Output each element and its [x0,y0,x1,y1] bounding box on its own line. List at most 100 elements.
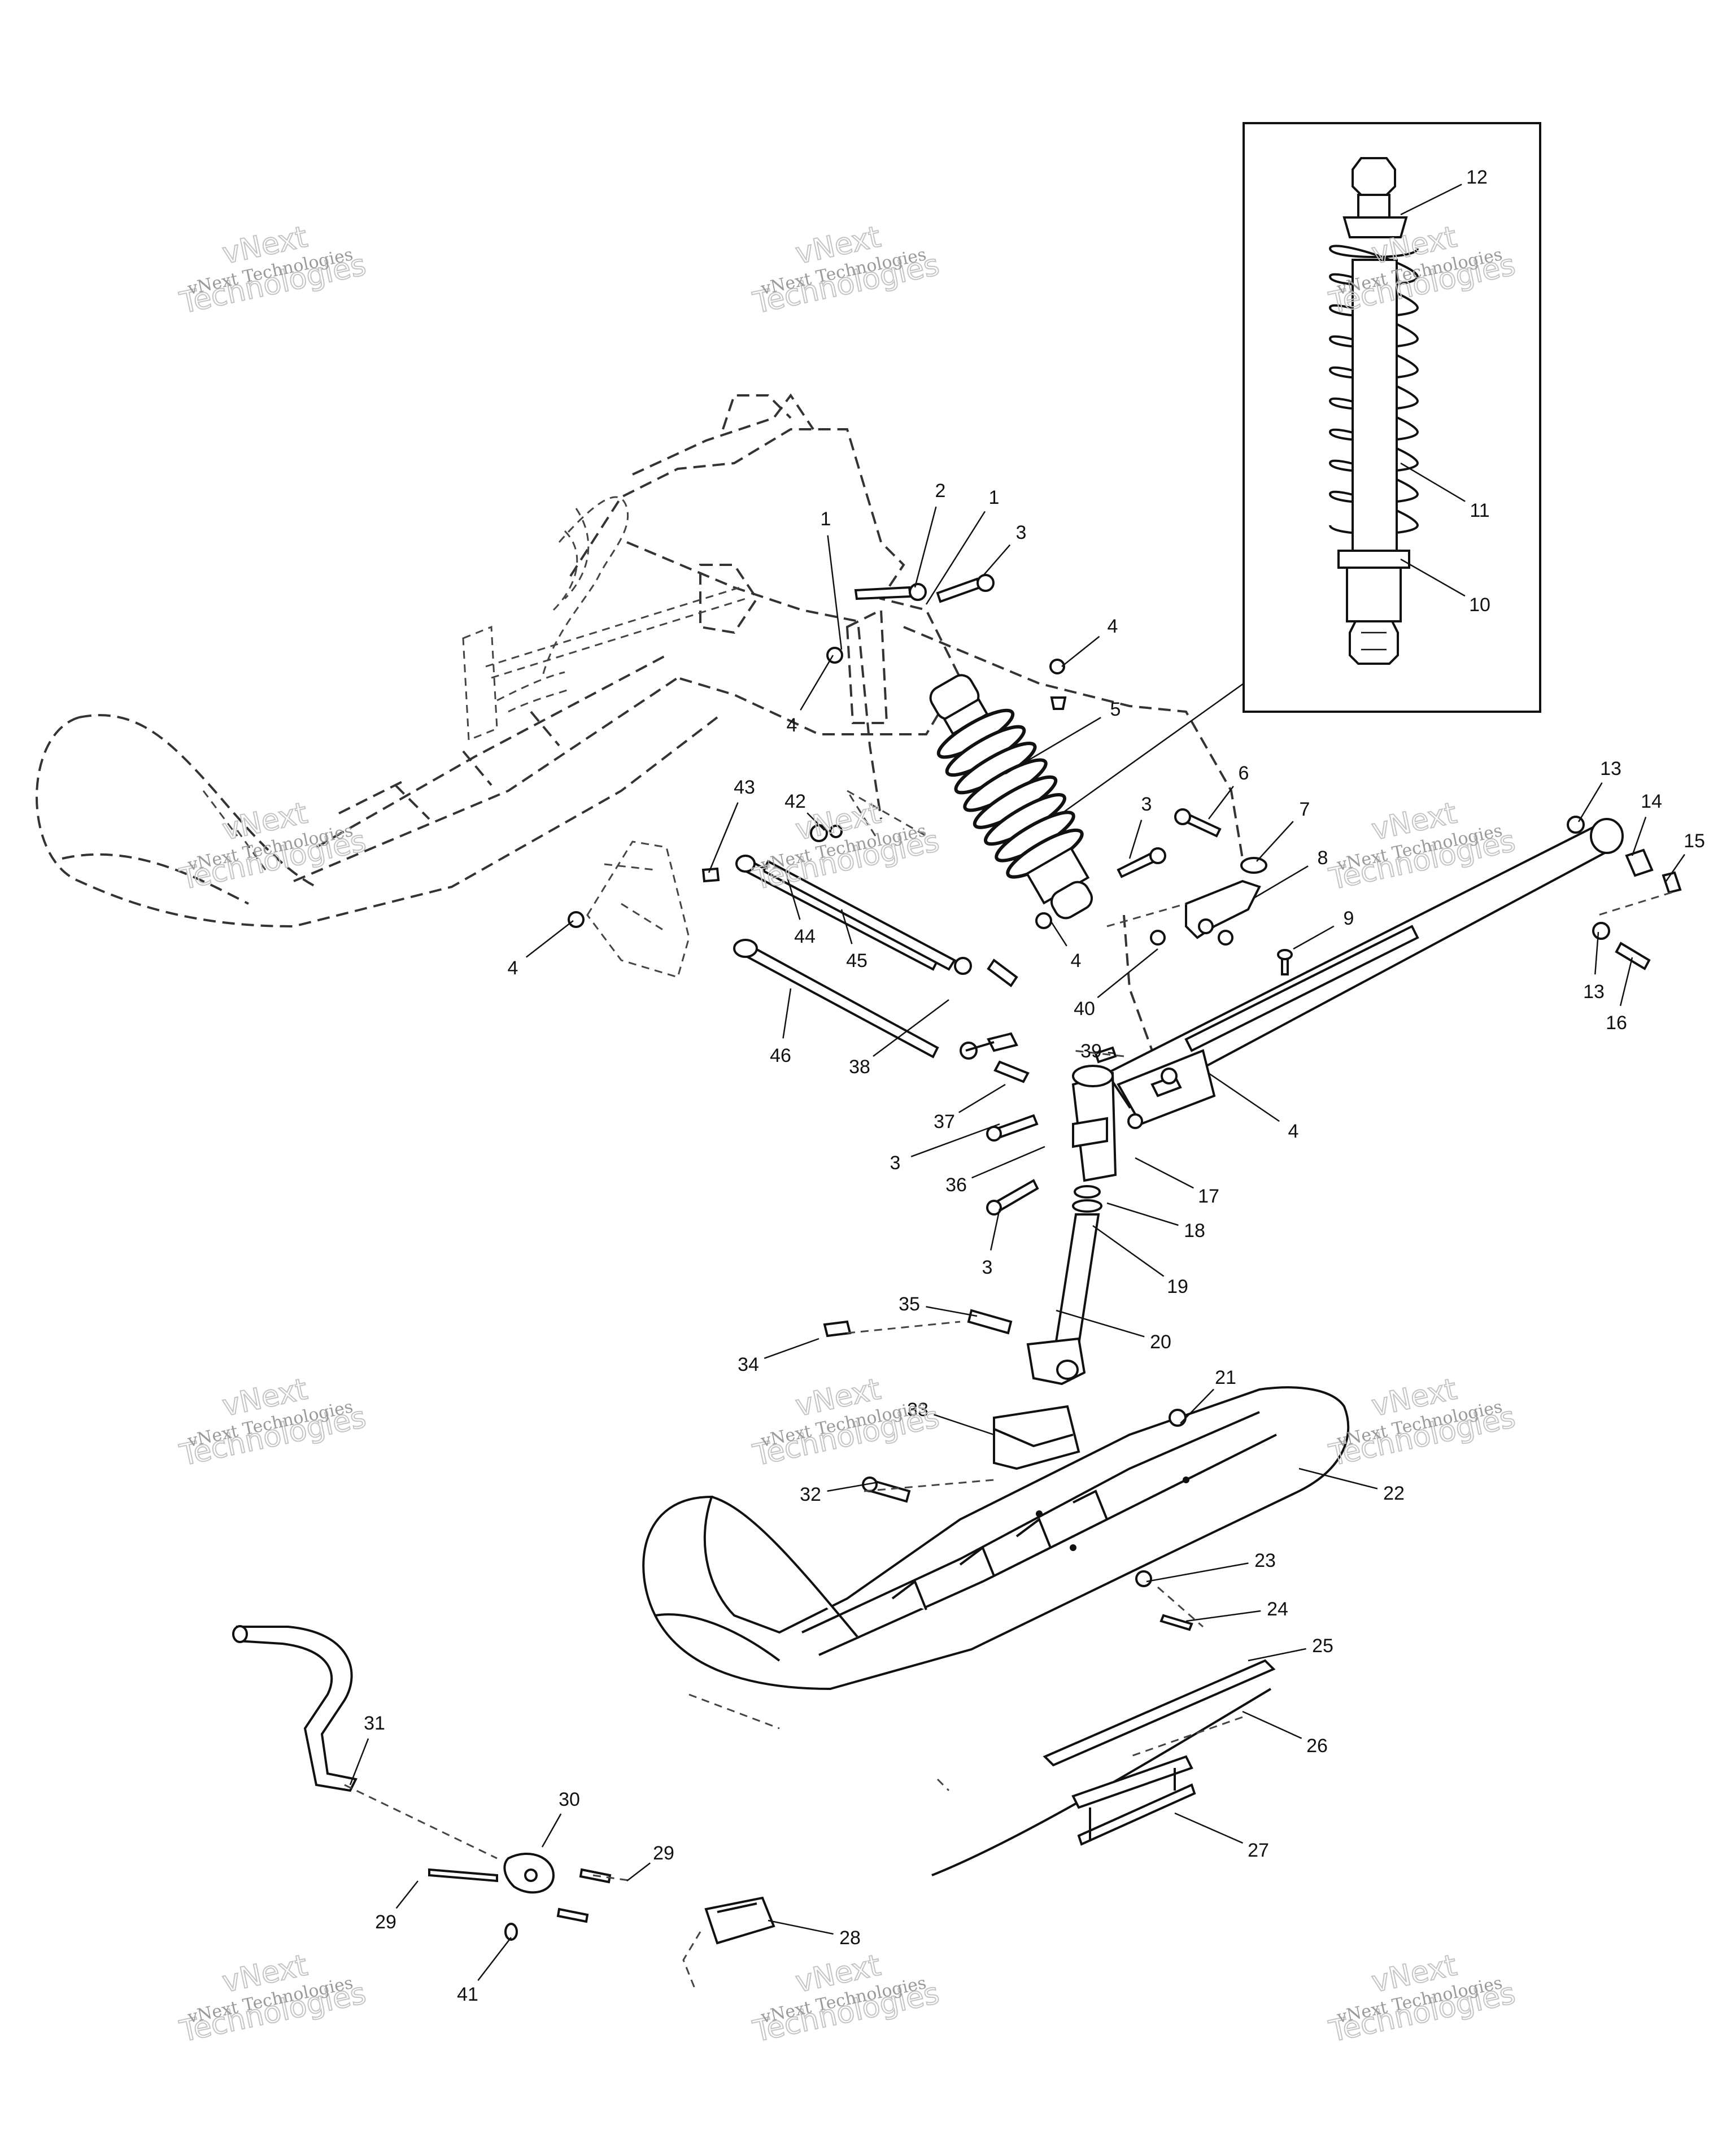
callout-leader-7 [1256,821,1294,862]
callout-leader-15 [1665,853,1685,882]
callout-label-3: 3 [982,1257,993,1278]
callout-leader-3 [1128,820,1143,859]
callout-leader-1 [925,511,986,605]
callout-leader-19 [1092,1225,1165,1277]
callout-leader-3 [982,544,1011,577]
main-shock-absorber [929,674,1093,920]
callout-label-29: 29 [653,1843,674,1864]
callout-label-22: 22 [1383,1483,1405,1504]
rod-end-hardware [1567,816,1682,970]
callout-leader-42 [807,812,825,831]
callout-label-20: 20 [1150,1331,1171,1353]
callout-label-24: 24 [1267,1599,1288,1620]
callout-label-4: 4 [787,715,797,736]
callout-label-4: 4 [1288,1121,1299,1142]
callout-leader-4 [800,655,834,711]
callout-label-3: 3 [1016,522,1027,543]
callout-label-21: 21 [1215,1367,1236,1388]
callout-label-4: 4 [1108,616,1118,637]
callout-label-14: 14 [1641,791,1662,812]
callout-leader-46 [782,988,792,1039]
callout-leader-22 [1298,1467,1378,1489]
inset-frame [1243,122,1541,713]
ski-wear-bars [931,1659,1276,1876]
callout-label-17: 17 [1198,1186,1219,1207]
callout-leader-4 [525,920,574,958]
callout-leader-43 [708,802,739,873]
callout-label-46: 46 [770,1045,791,1066]
callout-leader-44 [784,869,801,920]
callout-leader-23 [1146,1562,1249,1583]
callout-leader-25 [1248,1648,1306,1662]
callout-leader-9 [1293,925,1335,950]
callout-label-18: 18 [1184,1220,1205,1242]
callout-leader-13 [1594,931,1599,975]
callout-leader-1 [827,535,843,650]
callout-label-32: 32 [800,1484,821,1505]
callout-label-12: 12 [1466,167,1488,188]
callout-label-31: 31 [364,1713,385,1734]
ghost-left-shock [462,496,746,742]
callout-leader-24 [1185,1610,1261,1622]
callout-leaders [349,184,1685,1981]
callout-label-25: 25 [1312,1635,1333,1657]
spindle [823,1185,1102,1386]
callout-label-39: 39 [1080,1040,1102,1062]
shock-detail-inset [1061,122,1541,815]
callout-leader-45 [840,909,853,944]
callout-leader-33 [934,1414,995,1436]
callout-leader-28 [768,1919,834,1935]
callout-leader-10 [1400,558,1466,597]
callout-label-13: 13 [1583,981,1605,1003]
callout-label-5: 5 [1110,699,1121,720]
callout-label-33: 33 [907,1399,928,1421]
callout-label-23: 23 [1254,1550,1276,1571]
ski-handle [232,1625,775,1945]
callout-label-28: 28 [839,1927,861,1949]
callout-label-3: 3 [890,1152,901,1174]
callout-leader-36 [971,1145,1045,1179]
ghost-chassis [569,393,1244,1091]
callout-leader-18 [1106,1202,1179,1226]
callout-leader-20 [1056,1309,1145,1338]
callout-leader-34 [764,1338,819,1360]
callout-label-27: 27 [1248,1840,1269,1861]
callout-label-1: 1 [821,508,831,530]
callout-leader-40 [1097,948,1158,999]
callout-label-37: 37 [934,1111,955,1133]
callout-label-34: 34 [738,1354,759,1375]
callout-label-10: 10 [1469,594,1490,616]
callout-leader-26 [1242,1710,1302,1739]
callout-leader-11 [1400,462,1466,502]
upper-hardware [826,574,1293,975]
ghost-ski [36,654,718,928]
callout-label-29: 29 [375,1911,396,1933]
shock-top-eye [1352,157,1396,196]
alignment-guides [344,790,1672,1989]
callout-label-6: 6 [1239,763,1249,784]
callout-label-4: 4 [508,957,518,979]
callout-leader-32 [827,1482,876,1492]
callout-label-40: 40 [1074,998,1095,1020]
callout-label-35: 35 [899,1293,920,1315]
inset-shock-body [1346,567,1402,622]
callout-label-7: 7 [1300,799,1310,820]
callout-leader-5 [1005,717,1101,775]
callout-leader-30 [541,1813,562,1848]
callout-label-13: 13 [1600,758,1621,779]
callout-label-3: 3 [1141,794,1152,815]
inset-spring-collar [1337,550,1410,569]
radius-rod [1105,818,1624,1126]
callout-leader-4 [1049,920,1067,947]
callout-leader-3 [910,1123,1000,1157]
callout-leader-14 [1631,816,1647,856]
callout-label-1: 1 [989,487,1000,508]
callout-leader-27 [1174,1812,1244,1844]
